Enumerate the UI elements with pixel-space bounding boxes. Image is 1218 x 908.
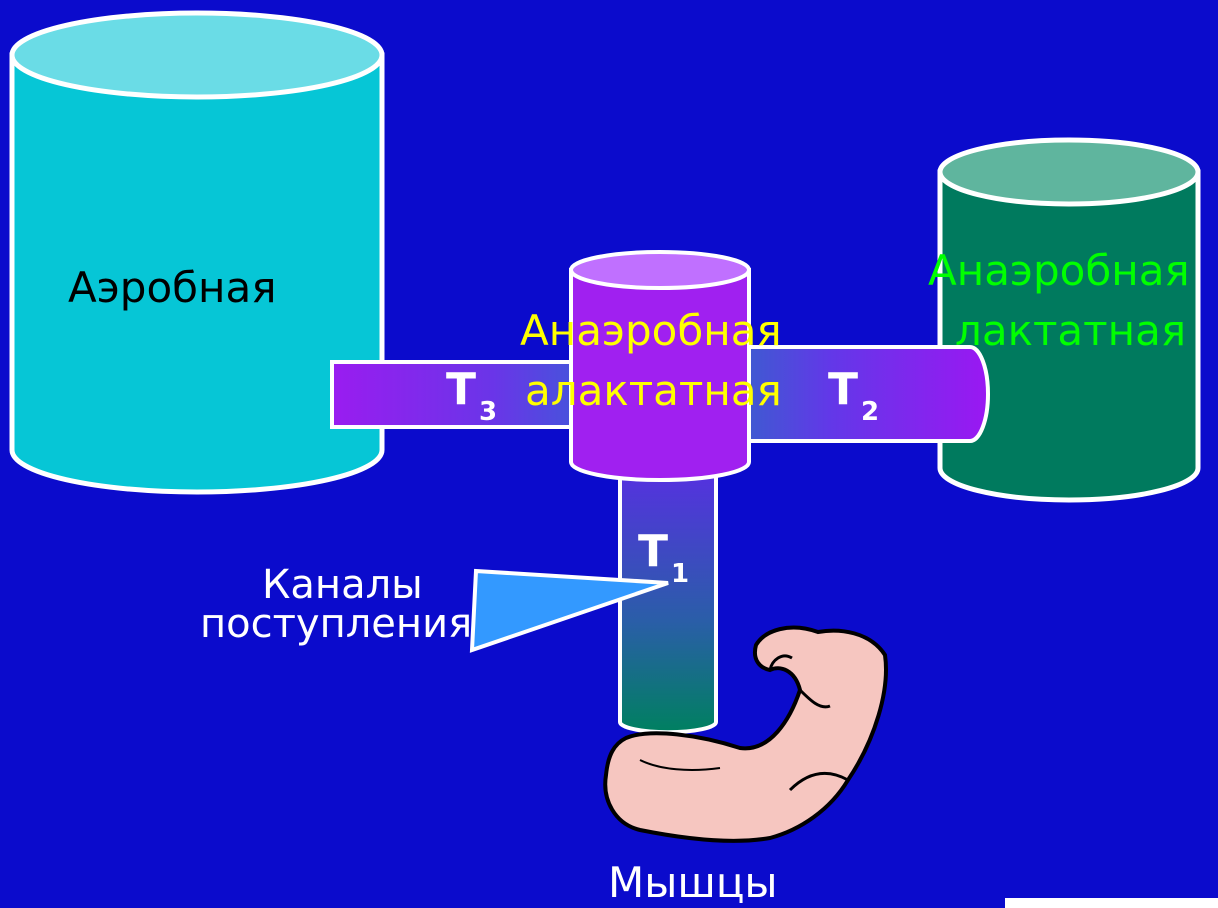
alactic-tank bbox=[569, 250, 751, 482]
muscle-arm-icon bbox=[603, 625, 888, 843]
muscles-label: Мышцы bbox=[608, 858, 778, 907]
lactic-tank bbox=[937, 137, 1201, 503]
alactic-label-line2: алактатная bbox=[525, 366, 782, 415]
aerobic-label: Аэробная bbox=[68, 263, 277, 312]
pointer-arrow-icon bbox=[469, 568, 669, 653]
channels-label-line1: Каналы bbox=[262, 562, 423, 608]
alactic-label-line1: Анаэробная bbox=[520, 306, 782, 355]
pipe-t2 bbox=[698, 345, 990, 443]
corner-box bbox=[1005, 898, 1218, 908]
lactic-label-line2: лактатная bbox=[955, 306, 1187, 355]
channels-label-line2: поступления bbox=[200, 601, 473, 647]
lactic-label-line1: Анаэробная bbox=[928, 246, 1190, 295]
aerobic-tank bbox=[9, 10, 385, 495]
